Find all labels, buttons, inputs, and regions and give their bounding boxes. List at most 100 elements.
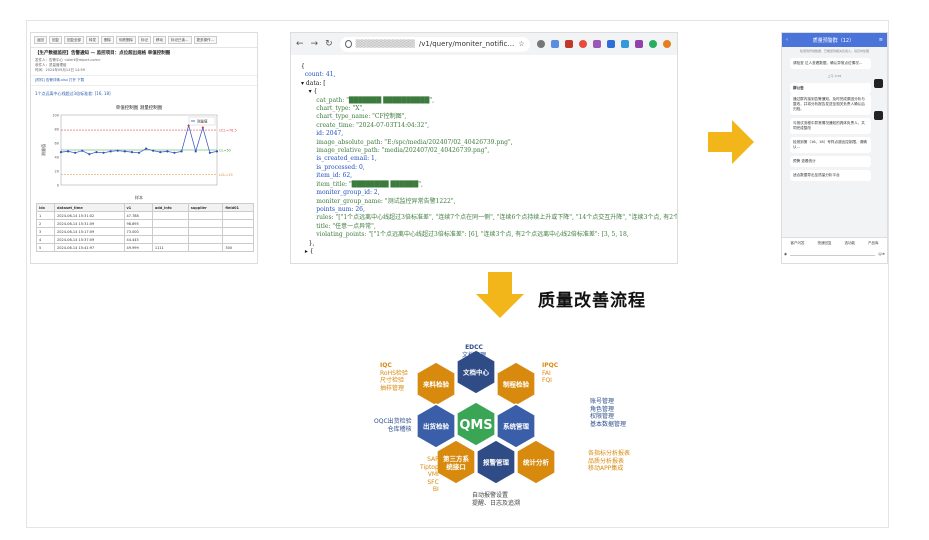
y-axis-label: 测量值	[40, 144, 46, 156]
email-toolbar-button[interactable]: 返回	[34, 36, 47, 44]
label-iqc: IQC RoHS检验 尺寸检验 抽样管理	[380, 362, 408, 392]
email-toolbar: 返回回复回复全部转发删除彻底删除标记移动标记已读…更多操作…	[31, 33, 257, 48]
hexagon-label: 报警管理	[483, 458, 510, 467]
qms-hexagon	[436, 439, 476, 485]
label-alarm: 自动报警设置 提醒、日志及追溯	[472, 492, 520, 507]
address-bar[interactable]: ▒▒▒▒▒▒▒▒▒▒▒/v1/query/moniter_notific… ☆	[339, 36, 530, 52]
pdf-icon[interactable]	[606, 40, 615, 48]
ucl-label: UCL=78.5	[219, 129, 237, 133]
bookmark-star-icon[interactable]: ☆	[518, 40, 525, 48]
email-toolbar-button[interactable]: 移动	[153, 36, 166, 44]
table-cell	[187, 219, 224, 228]
json-line: chart_type: "X",	[301, 105, 365, 113]
site-info-icon[interactable]	[344, 40, 352, 48]
qms-center-hexagon	[456, 401, 496, 447]
label-line: SAP	[427, 456, 439, 463]
quick-action-button[interactable]: 选功能	[844, 241, 856, 245]
table-cell: 2	[35, 219, 56, 228]
email-toolbar-button[interactable]: 彻底删除	[116, 36, 136, 44]
label-line: 自动报警设置	[472, 492, 509, 499]
json-line: is_created_email: 1,	[301, 155, 377, 163]
json-line: ▾ {	[301, 88, 318, 96]
email-toolbar-button[interactable]: 标记	[138, 36, 151, 44]
table-cell: 2024-06-14 15:41:97	[54, 243, 125, 252]
hexagon-label: 文档中心	[462, 368, 490, 377]
data-point	[116, 149, 119, 152]
label-third-party: SAP Tiptop VMI SFC BI	[420, 456, 439, 494]
label-line: Tiptop	[420, 463, 439, 471]
table-cell	[151, 227, 189, 236]
email-toolbar-button[interactable]: 标记已读…	[168, 36, 192, 44]
extension-icon[interactable]	[662, 40, 671, 48]
extension-icon[interactable]	[620, 40, 629, 48]
extension-icon[interactable]	[564, 40, 573, 48]
add-icon[interactable]: ⊕	[882, 252, 885, 256]
label-line: FAI	[542, 369, 551, 377]
extension-icon[interactable]	[550, 40, 559, 48]
extension-icon[interactable]	[536, 40, 545, 48]
json-line: rules: "["1个点远离中心线超过3倍标准差", "连续7个点在同一侧",…	[316, 214, 677, 222]
forward-icon[interactable]: →	[310, 39, 319, 49]
hexagon-label: 统接口	[446, 462, 466, 471]
table-cell: 300	[222, 243, 254, 252]
extension-icon[interactable]	[634, 40, 643, 48]
json-line: moniter_group_name: "测试监控异常告警1222",	[301, 197, 456, 205]
voice-icon[interactable]: ◉	[784, 252, 788, 256]
table-cell	[151, 219, 189, 228]
email-attachment[interactable]: [附件] 告警详情.xlsx 打开 下载	[31, 75, 257, 86]
qms-hexagon	[416, 403, 456, 449]
label-oqc: OQC出货检验 仓库稽核	[374, 418, 412, 433]
emoji-icon[interactable]: ☺	[878, 252, 883, 256]
data-point	[208, 151, 212, 154]
table-cell	[151, 211, 189, 220]
label-ipqc: IPQC FAI FQI	[542, 362, 558, 385]
json-line: image_relative_path: "media/202407/02_40…	[301, 147, 490, 155]
chat-quick-actions: 客户问答 快速回复 选功能 产品库	[782, 238, 887, 249]
email-toolbar-button[interactable]: 回复全部	[64, 36, 84, 44]
json-line: title: "任意一点异常",	[301, 222, 376, 230]
email-toolbar-button[interactable]: 转发	[86, 36, 99, 44]
table-cell: 1111	[151, 243, 189, 252]
reload-icon[interactable]: ↻	[325, 39, 333, 49]
label-line: 文档管理	[462, 351, 487, 359]
label-statistics: 各指标分析报表 品质分析报表 移动APP集成	[588, 450, 630, 473]
json-line: },	[301, 239, 315, 247]
legend-label: 测量值	[197, 119, 208, 124]
data-point	[159, 151, 162, 154]
table-cell: 3	[35, 227, 56, 236]
email-toolbar-button[interactable]: 删除	[101, 36, 114, 44]
more-icon[interactable]: ≡	[878, 37, 883, 43]
extension-icon[interactable]	[648, 40, 657, 48]
data-point	[66, 150, 70, 153]
data-point	[152, 149, 155, 152]
quick-action-button[interactable]: 客户问答	[790, 241, 805, 245]
table-cell	[222, 219, 254, 228]
json-line: item_title: "████████ ██████",	[301, 180, 423, 188]
cl-label: CL=50	[219, 149, 231, 153]
lcl-label: LCL=15	[219, 173, 233, 177]
json-line: id: 2047,	[301, 130, 344, 138]
email-toolbar-button[interactable]: 更多操作…	[193, 36, 217, 44]
email-to: 收件人：质量管理组	[35, 63, 67, 67]
back-icon[interactable]: ←	[296, 39, 304, 49]
quick-action-button[interactable]: 产品库	[868, 241, 879, 245]
extension-icon[interactable]	[578, 40, 587, 48]
qms-hexagons: 来料检验文档中心制程检验出货检验系统管理第三方系统接口报警管理统计分析QMS	[416, 349, 556, 485]
quick-action-button[interactable]: 快速回复	[817, 241, 832, 245]
label-line: 尺寸检验	[380, 377, 405, 384]
back-icon[interactable]: ‹	[786, 37, 788, 43]
y-tick-label: 20	[55, 170, 59, 174]
label-line: RoHS检验	[380, 369, 408, 377]
browser-panel: ← → ↻ ▒▒▒▒▒▒▒▒▒▒▒/v1/query/moniter_notif…	[290, 32, 678, 264]
message-input[interactable]	[790, 252, 876, 256]
data-point	[180, 150, 183, 153]
table-cell: 5	[35, 243, 56, 252]
email-toolbar-button[interactable]: 回复	[49, 36, 62, 44]
json-line: image_absolute_path: "E:/spc/media/20240…	[301, 138, 513, 146]
extension-icon[interactable]	[592, 40, 601, 48]
label-line: 仓库稽核	[387, 425, 412, 433]
table-cell	[222, 227, 254, 236]
table-cell: 47.788	[123, 211, 153, 220]
